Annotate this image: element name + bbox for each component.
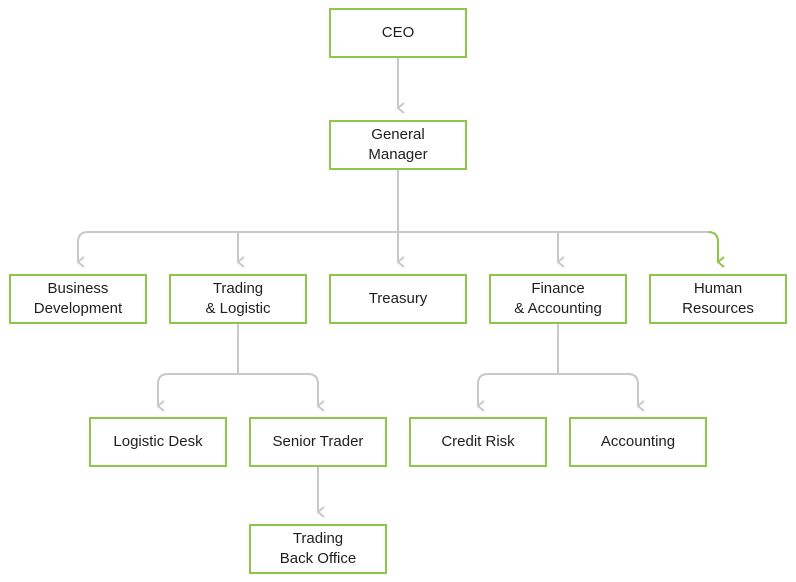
node-human-resources: Human Resources	[649, 274, 787, 324]
connector-gm-human-resources	[707, 231, 718, 262]
node-senior-trader: Senior Trader	[249, 417, 387, 467]
connector-finance-accounting	[558, 373, 638, 406]
node-trading-back-office: Trading Back Office	[249, 524, 387, 574]
node-accounting: Accounting	[569, 417, 707, 467]
connector-trading-senior-trader	[238, 373, 318, 406]
node-credit-risk: Credit Risk	[409, 417, 547, 467]
node-general-manager: General Manager	[329, 120, 467, 170]
node-logistic-desk: Logistic Desk	[89, 417, 227, 467]
node-finance-accounting: Finance & Accounting	[489, 274, 627, 324]
connector-finance-credit-risk	[477, 373, 558, 406]
node-trading-logistic: Trading & Logistic	[169, 274, 307, 324]
node-treasury: Treasury	[329, 274, 467, 324]
connector-gm-business-development	[77, 231, 398, 262]
node-business-development: Business Development	[9, 274, 147, 324]
connector-trading-logistic-desk	[157, 373, 238, 406]
node-ceo: CEO	[329, 8, 467, 58]
